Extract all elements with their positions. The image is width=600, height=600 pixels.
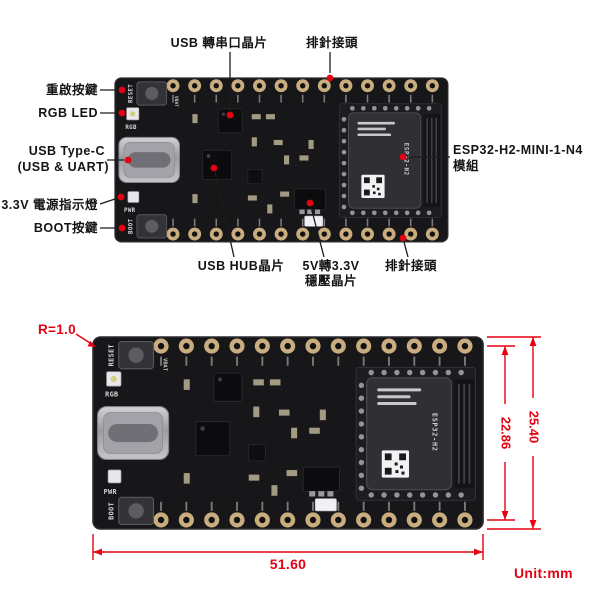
label-reset-button: 重啟按鍵 bbox=[45, 83, 98, 97]
dimension-lines bbox=[75, 333, 541, 560]
label-usb-typec-line1: USB Type-C bbox=[28, 144, 105, 158]
label-usb-typec-line2: (USB & UART) bbox=[17, 160, 109, 174]
label-usb-hub-chip: USB HUB晶片 bbox=[197, 259, 285, 273]
callout-dots bbox=[117, 74, 407, 242]
dim-board-height: 25.40 bbox=[527, 411, 542, 444]
label-unit: Unit:mm bbox=[514, 565, 573, 581]
label-usb-serial-chip: USB 轉串口晶片 bbox=[170, 36, 268, 50]
dimension-arrowheads bbox=[87, 337, 537, 556]
label-regulator-line2: 穩壓晶片 bbox=[304, 274, 358, 288]
label-boot-button: BOOT按鍵 bbox=[33, 221, 98, 235]
leader-lines bbox=[99, 52, 450, 258]
label-regulator-line1: 5V轉3.3V bbox=[302, 259, 360, 273]
board-dimension-view bbox=[93, 337, 483, 529]
label-corner-radius: R=1.0 bbox=[38, 322, 76, 337]
dim-pad-row-height: 22.86 bbox=[499, 417, 514, 450]
label-power-led: 3.3V 電源指示燈 bbox=[1, 198, 98, 212]
label-board-width: 51.60 bbox=[269, 556, 307, 572]
label-module-line1: ESP32-H2-MINI-1-N4 bbox=[453, 143, 583, 157]
board-top-view bbox=[115, 78, 448, 242]
label-module-line2: 模組 bbox=[453, 159, 480, 173]
label-pin-header-top: 排針接頭 bbox=[305, 36, 359, 50]
label-pin-header-bottom: 排針接頭 bbox=[384, 259, 438, 273]
label-rgb-led: RGB LED bbox=[38, 106, 98, 120]
